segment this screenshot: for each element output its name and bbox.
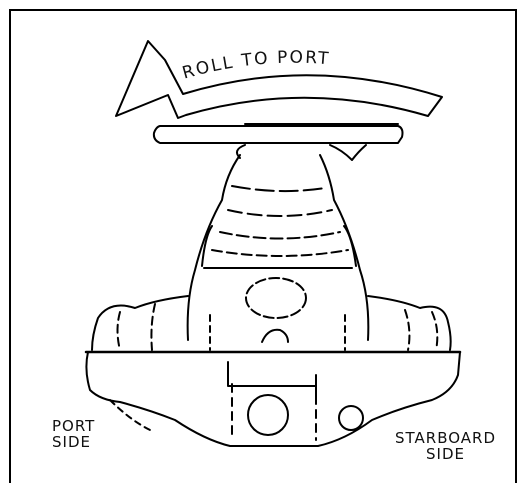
starboard-label-line2: SIDE — [426, 445, 465, 463]
starboard-label-line1: STARBOARD — [395, 429, 497, 447]
starboard-side-label: STARBOARD SIDE — [395, 430, 496, 462]
lower-hull — [84, 350, 462, 447]
port-label-line2: SIDE — [52, 433, 91, 451]
port-label-line1: PORT — [52, 417, 96, 435]
top-rail — [152, 123, 404, 161]
hull-body — [186, 154, 370, 343]
figure-frame — [9, 9, 517, 483]
side-pontoons — [91, 295, 452, 351]
port-side-label: PORT SIDE — [52, 418, 95, 450]
roll-arrow: ROLL TO PORT — [115, 40, 443, 119]
